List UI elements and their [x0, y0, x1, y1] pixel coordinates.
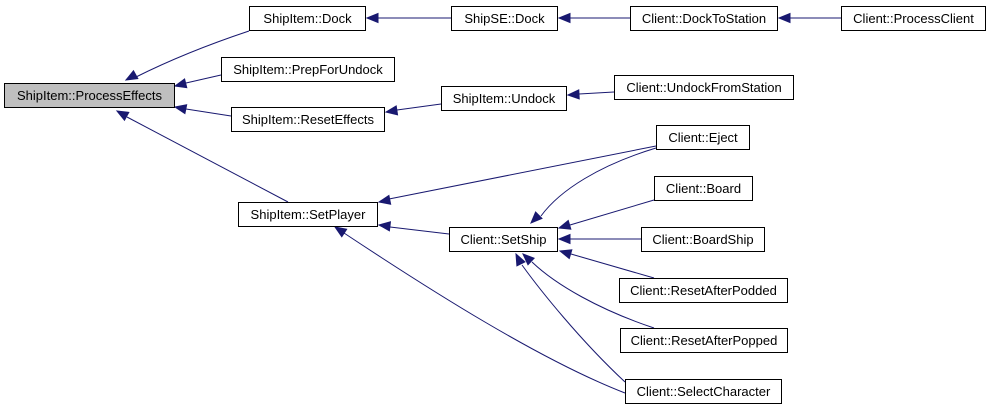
edge-prep-to-process-effects-arrowhead	[173, 78, 188, 89]
node-prep-for-undock[interactable]: ShipItem::PrepForUndock	[221, 57, 395, 82]
node-label: Client::SelectCharacter	[636, 384, 771, 399]
node-label: Client::DockToStation	[641, 11, 767, 26]
edge-eject-to-setship	[540, 147, 657, 217]
edge-undock-to-reset	[396, 103, 442, 111]
edge-boardship-to-setship-arrowhead	[557, 233, 571, 245]
node-label: Client::Eject	[668, 130, 738, 145]
edge-prep-to-process-effects	[185, 74, 222, 84]
node-label: ShipItem::ResetEffects	[242, 112, 374, 127]
node-label: Client::Board	[665, 181, 742, 196]
node-dock[interactable]: ShipItem::Dock	[249, 6, 366, 31]
edge-board-to-setship-arrowhead	[557, 219, 572, 230]
node-process-effects: ShipItem::ProcessEffects	[4, 83, 175, 108]
node-reset-effects[interactable]: ShipItem::ResetEffects	[231, 107, 385, 132]
edge-resetpopped-to-setship	[531, 261, 655, 329]
edge-docktostation-to-shipse-arrowhead	[557, 12, 571, 24]
edge-selectchar-to-setplayer	[343, 232, 626, 394]
edge-selectchar-to-setplayer-arrowhead	[333, 226, 348, 238]
node-undock-from-station[interactable]: Client::UndockFromStation	[614, 75, 794, 100]
node-label: Client::UndockFromStation	[626, 80, 782, 95]
node-label: ShipItem::ProcessEffects	[17, 88, 162, 103]
edge-setship-to-setplayer	[389, 226, 450, 235]
node-dock-to-station[interactable]: Client::DockToStation	[630, 6, 778, 31]
node-set-ship[interactable]: Client::SetShip	[449, 227, 558, 252]
edge-selectchar-to-setship	[521, 264, 626, 383]
node-board[interactable]: Client::Board	[654, 176, 753, 201]
edge-undock-to-reset-arrowhead	[384, 105, 399, 116]
node-label: Client::ProcessClient	[853, 11, 974, 26]
edge-selectchar-to-setship-arrowhead	[515, 252, 526, 267]
edge-setplayer-to-process-effects-arrowhead	[115, 110, 130, 122]
edge-eject-to-setplayer-arrowhead	[377, 194, 392, 205]
edge-board-to-setship	[569, 199, 655, 226]
node-reset-after-popped[interactable]: Client::ResetAfterPopped	[620, 328, 788, 353]
node-eject[interactable]: Client::Eject	[656, 125, 750, 150]
edge-shipse-to-dock-arrowhead	[365, 12, 379, 24]
node-label: ShipItem::SetPlayer	[250, 207, 366, 222]
node-label: ShipItem::Dock	[263, 11, 352, 26]
node-shipse-dock[interactable]: ShipSE::Dock	[451, 6, 558, 31]
edge-setplayer-to-process-effects	[126, 116, 289, 203]
edge-resetpodded-to-setship	[570, 253, 655, 279]
node-set-player[interactable]: ShipItem::SetPlayer	[238, 202, 378, 227]
edge-resetpodded-to-setship-arrowhead	[558, 249, 573, 260]
node-label: Client::ResetAfterPopped	[630, 333, 778, 348]
edge-undockfromstation-to-undock-arrowhead	[566, 89, 580, 100]
node-board-ship[interactable]: Client::BoardShip	[641, 227, 765, 252]
node-label: Client::BoardShip	[652, 232, 754, 247]
node-reset-after-podded[interactable]: Client::ResetAfterPodded	[619, 278, 788, 303]
edge-resetpopped-to-setship-arrowhead	[522, 253, 535, 266]
edge-eject-to-setplayer	[388, 145, 657, 200]
edge-setship-to-setplayer-arrowhead	[377, 221, 392, 232]
edge-reset-to-process-effects	[185, 108, 232, 117]
node-undock[interactable]: ShipItem::Undock	[441, 86, 567, 111]
edge-reset-to-process-effects-arrowhead	[173, 104, 188, 115]
node-label: ShipItem::PrepForUndock	[233, 62, 383, 77]
node-label: ShipSE::Dock	[464, 11, 545, 26]
node-label: Client::SetShip	[460, 232, 547, 247]
edge-dock-to-process-effects	[135, 30, 250, 78]
node-select-character[interactable]: Client::SelectCharacter	[625, 379, 782, 404]
edge-eject-to-setship-arrowhead	[530, 211, 543, 224]
edge-dock-to-process-effects-arrowhead	[124, 69, 139, 81]
node-label: ShipItem::Undock	[452, 91, 556, 106]
edge-undockfromstation-to-undock	[578, 91, 615, 95]
edge-processclient-to-docktostation-arrowhead	[777, 12, 791, 24]
node-process-client[interactable]: Client::ProcessClient	[841, 6, 986, 31]
node-label: Client::ResetAfterPodded	[630, 283, 777, 298]
